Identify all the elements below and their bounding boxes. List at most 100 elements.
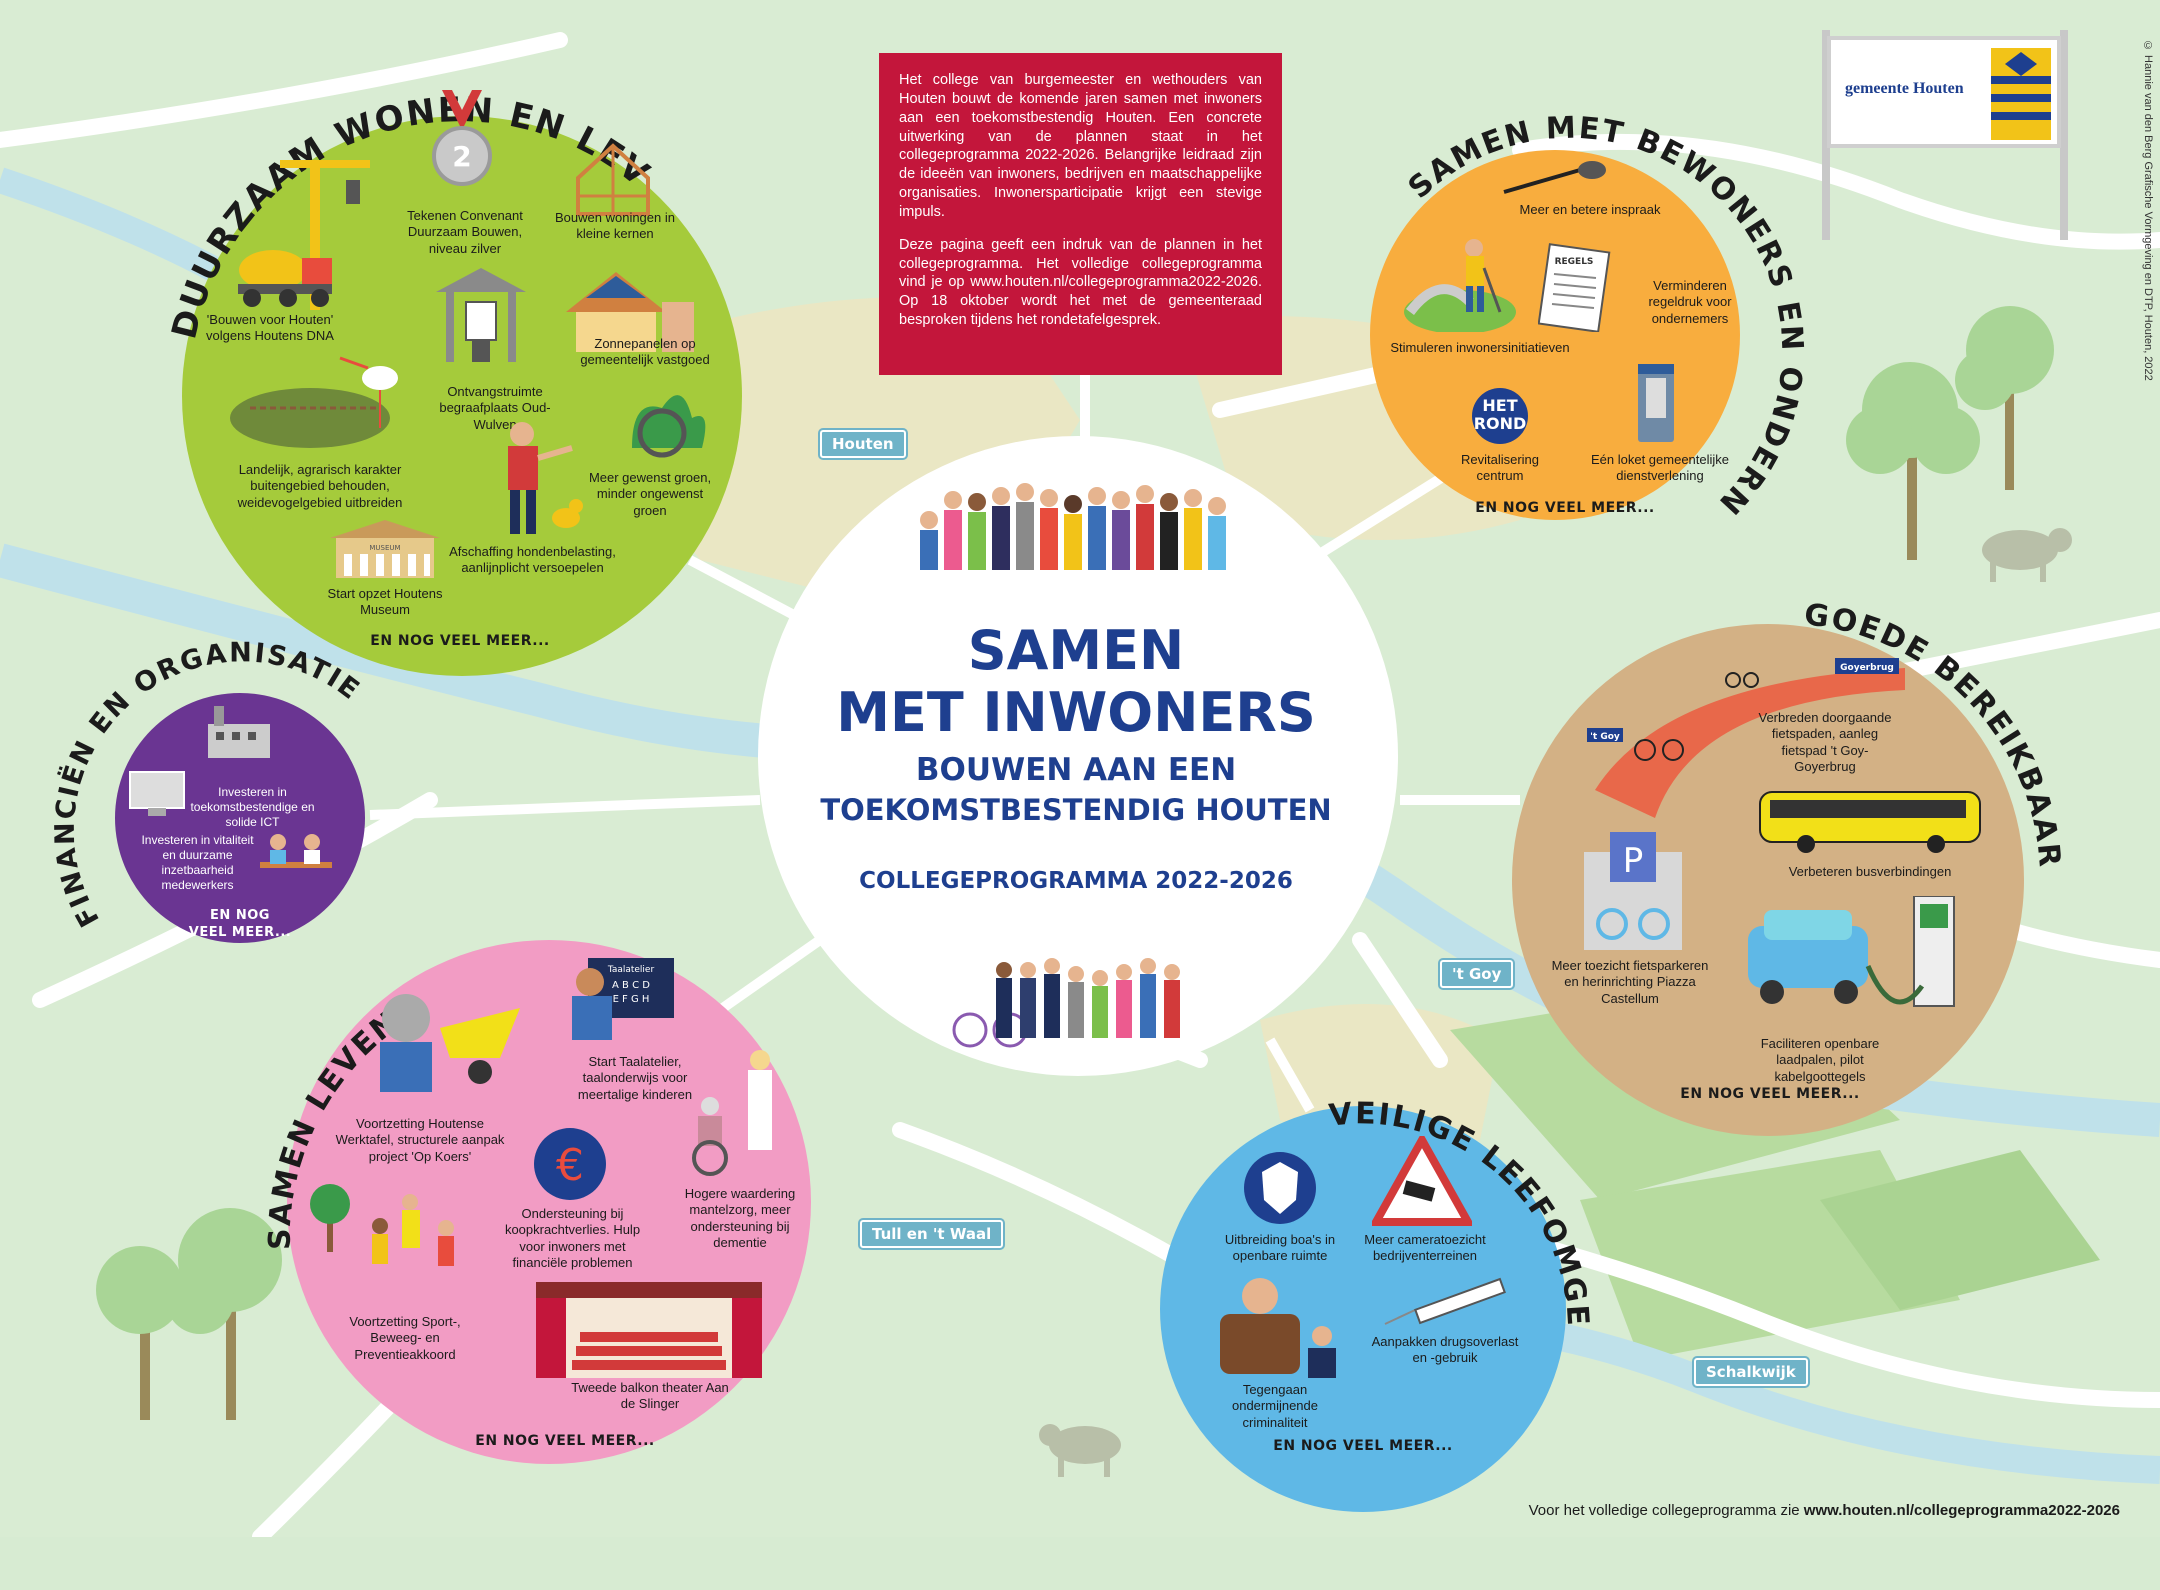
microphone-icon bbox=[1503, 161, 1606, 194]
bewoners-item-loket: Eén loket gemeentelijke dienstverlening bbox=[1590, 452, 1730, 484]
center-title-block: SAMEN MET INWONERS BOUWEN AAN EEN TOEKOM… bbox=[756, 619, 1396, 895]
medal-icon: 2 bbox=[432, 90, 492, 186]
veilig-more: EN NOG VEEL MEER... bbox=[1273, 1438, 1453, 1454]
wonen-title-arc: DUURZAAM WONEN EN LEVEN bbox=[100, 30, 656, 343]
bewoners-more: EN NOG VEEL MEER... bbox=[1475, 500, 1655, 516]
collegeprogramma-label: COLLEGEPROGRAMMA 2022-2026 bbox=[859, 868, 1293, 894]
sign-schalkwijk: Schalkwijk bbox=[1692, 1356, 1810, 1388]
samenleven-more: EN NOG VEEL MEER... bbox=[475, 1433, 655, 1449]
samenleven-item-werktafel: Voortzetting Houtense Werktafel, structu… bbox=[335, 1116, 505, 1164]
center-title-line1: SAMEN bbox=[967, 619, 1185, 682]
svg-text:€: € bbox=[556, 1140, 584, 1191]
svg-text:ROND: ROND bbox=[1474, 414, 1527, 433]
samenleven-item-theater: Tweede balkon theater Aan de Slinger bbox=[571, 1380, 729, 1412]
intro-paragraph-1: Het college van burgemeester en wethoude… bbox=[899, 72, 1262, 220]
veilig-item-drugs: Aanpakken drugsoverlast en -gebruik bbox=[1371, 1334, 1519, 1366]
gemeente-houten-logo: gemeente Houten bbox=[1827, 36, 2061, 148]
farmland-stork-icon bbox=[230, 356, 398, 448]
people-group-icon bbox=[920, 483, 1226, 570]
museum-icon: MUSEUM bbox=[330, 520, 440, 578]
veilig-circle bbox=[1160, 1106, 1566, 1512]
sign-houten: Houten bbox=[818, 428, 908, 460]
bus-icon bbox=[1759, 791, 1981, 853]
financien-more-2: VEEL MEER... bbox=[188, 925, 292, 940]
factory-icon bbox=[208, 706, 270, 758]
intro-box: Het college van burgemeester en wethoude… bbox=[879, 53, 1282, 375]
footer-prefix: Voor het volledige collegeprogramma zie bbox=[1528, 1502, 1804, 1519]
wonen-more: EN NOG VEEL MEER... bbox=[370, 633, 550, 649]
teacher-board-icon: Taalatelier A B C D E F G H bbox=[572, 958, 674, 1040]
veilig-title-arc: VEILIGE LEEFOMGEVING bbox=[1080, 1030, 1593, 1328]
office-workers-icon bbox=[260, 834, 332, 868]
criminal-police-icon bbox=[1220, 1278, 1336, 1378]
wonen-item-groen: Meer gewenst groen, minder ongewenst gro… bbox=[588, 470, 712, 518]
bewoners-title-arc: SAMEN MET BEWONERS EN ONDERNEMERS bbox=[1290, 70, 1808, 522]
footer-text: Voor het volledige collegeprogramma zie … bbox=[1529, 1502, 2120, 1519]
bewoners-item-centrum: Revitalisering centrum bbox=[1460, 452, 1540, 484]
theater-icon bbox=[536, 1282, 762, 1378]
solar-houses-icon bbox=[566, 272, 694, 352]
financien-title-arc: FINANCIËN EN ORGANISATIE bbox=[50, 637, 364, 931]
intro-paragraph-2: Deze pagina geeft een indruk van de plan… bbox=[899, 236, 1262, 329]
wonen-item-convenant: Tekenen Convenant Duurzaam Bouwen, nivea… bbox=[407, 208, 523, 256]
svg-text:'t Goy: 't Goy bbox=[1590, 732, 1620, 742]
wonen-item-bouwen-voor-houten: 'Bouwen voor Houten' volgens Houtens DNA bbox=[206, 312, 334, 344]
bewoners-item-regeldruk: Verminderen regeldruk voor ondernemers bbox=[1648, 278, 1732, 326]
syringe-icon bbox=[1384, 1277, 1506, 1325]
samenleven-item-mantelzorg: Hogere waardering mantelzorg, meer onder… bbox=[684, 1186, 796, 1250]
service-desk-icon bbox=[1638, 364, 1674, 442]
wonen-item-museum: Start opzet Houtens Museum bbox=[327, 586, 443, 618]
memorial-icon bbox=[436, 268, 526, 362]
center-title-line2: MET INWONERS bbox=[836, 681, 1316, 744]
house-frame-icon bbox=[576, 143, 650, 216]
boa-badge-icon bbox=[1244, 1152, 1316, 1224]
wonen-item-landelijk: Landelijk, agrarisch karakter buitengebi… bbox=[237, 462, 403, 510]
bereik-item-fietspaden: Verbreden doorgaande fietspaden, aanleg … bbox=[1758, 710, 1892, 774]
svg-text:A B C D: A B C D bbox=[612, 980, 650, 991]
bike-parking-icon: P bbox=[1584, 832, 1682, 950]
sign-tull-en-t-waal: Tull en 't Waal bbox=[857, 1218, 1006, 1250]
runners-icon bbox=[310, 1184, 454, 1266]
rules-document-icon: REGELS bbox=[1538, 243, 1611, 332]
bewoners-item-initiatieven: Stimuleren inwonersinitiatieven bbox=[1390, 340, 1570, 355]
center-subtitle-line1: BOUWEN AAN EEN bbox=[915, 752, 1237, 788]
veilig-item-criminaliteit: Tegengaan ondermijnende criminaliteit bbox=[1231, 1382, 1318, 1430]
bereik-item-fietsparkeren: Meer toezicht fietsparkeren en herinrich… bbox=[1551, 958, 1709, 1006]
tree-icon bbox=[96, 306, 2054, 1420]
svg-text:E F G H: E F G H bbox=[613, 994, 650, 1005]
svg-text:HET: HET bbox=[1482, 396, 1517, 415]
bereik-more: EN NOG VEEL MEER... bbox=[1680, 1086, 1860, 1102]
euro-icon: € bbox=[534, 1128, 606, 1200]
financien-item-vitaliteit: Investeren in vitaliteit en duurzame inz… bbox=[141, 833, 254, 892]
svg-text:Taalatelier: Taalatelier bbox=[607, 965, 655, 975]
sign-t-goy: 't Goy bbox=[1437, 958, 1516, 990]
bewoners-circle bbox=[1370, 150, 1740, 520]
ev-charging-icon bbox=[1748, 896, 1955, 1007]
financien-item-ict: Investeren in toekomstbestendige en soli… bbox=[190, 785, 315, 829]
wonen-item-hondenbelasting: Afschaffing hondenbelasting, aanlijnplic… bbox=[449, 544, 616, 576]
cement-truck-icon bbox=[238, 250, 332, 307]
crane-icon bbox=[280, 160, 370, 310]
logo-post bbox=[1822, 30, 2068, 240]
svg-text:REGELS: REGELS bbox=[1555, 257, 1594, 267]
credit-text: © Hannie van den Berg Grafische Vormgevi… bbox=[2142, 40, 2154, 381]
bewoners-item-inspraak: Meer en betere inspraak bbox=[1519, 202, 1661, 217]
svg-text:Goyerbrug: Goyerbrug bbox=[1840, 663, 1894, 673]
financien-more-1: EN NOG bbox=[210, 908, 270, 923]
people-group-bottom-icon bbox=[952, 958, 1180, 1048]
het-rond-logo-icon: HET ROND bbox=[1472, 388, 1528, 444]
camera-warning-icon bbox=[1372, 1136, 1472, 1226]
footer-link[interactable]: www.houten.nl/collegeprogramma2022-2026 bbox=[1803, 1502, 2120, 1519]
wonen-item-zonnepanelen: Zonnepanelen op gemeentelijk vastgoed bbox=[580, 336, 710, 368]
samenleven-item-sportakkoord: Voortzetting Sport-, Beweeg- en Preventi… bbox=[349, 1314, 461, 1362]
computer-icon bbox=[129, 771, 185, 816]
bereik-item-laadpalen: Faciliteren openbare laadpalen, pilot ka… bbox=[1760, 1036, 1880, 1084]
svg-text:2: 2 bbox=[452, 140, 471, 173]
center-subtitle-line2: TOEKOMSTBESTENDIG HOUTEN bbox=[820, 793, 1332, 827]
veilig-item-camera: Meer cameratoezicht bedrijventerreinen bbox=[1364, 1232, 1486, 1264]
bike-path-icon: Goyerbrug 't Goy bbox=[1587, 658, 1905, 818]
wonen-item-begraafplaats: Ontvangstruimte begraafplaats Oud-Wulven bbox=[439, 384, 551, 432]
gardener-icon bbox=[1404, 239, 1516, 332]
bereik-item-bus: Verbeteren busverbindingen bbox=[1788, 864, 1952, 879]
coat-of-arms-icon bbox=[1991, 48, 2051, 140]
